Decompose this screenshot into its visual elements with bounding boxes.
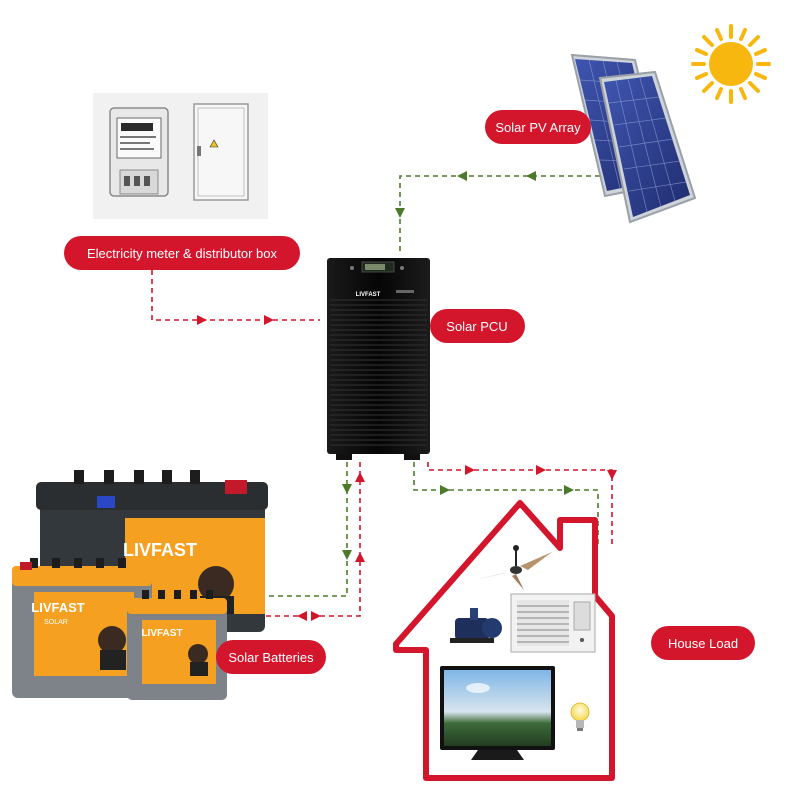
energy-meter-icon xyxy=(109,107,169,197)
label-pcu-text: Solar PCU xyxy=(446,319,507,334)
label-solar-pcu: Solar PCU xyxy=(430,309,525,343)
label-solar-pv-array: Solar PV Array xyxy=(485,110,591,144)
flow-arrow xyxy=(395,208,405,218)
pv-flow-line xyxy=(399,175,600,252)
house-ac-line xyxy=(427,462,613,548)
meter-distributor-image xyxy=(93,93,268,219)
flow-arrow xyxy=(355,472,365,482)
flow-arrow xyxy=(342,484,352,494)
sun-icon xyxy=(691,24,771,104)
flow-arrow xyxy=(297,611,307,621)
flow-arrow xyxy=(264,315,274,325)
meter-flow-line xyxy=(151,270,320,321)
light-bulb-icon xyxy=(570,702,590,731)
battery-logo-front: LIVFAST xyxy=(31,600,85,615)
flow-arrow xyxy=(536,465,546,475)
flow-arrow xyxy=(440,485,450,495)
battery-logo-small: LIVFAST xyxy=(141,628,182,639)
water-pump-icon xyxy=(450,608,502,643)
pcu-battery-flow xyxy=(262,462,365,621)
label-solar-pv-text: Solar PV Array xyxy=(495,120,581,135)
solar-panel-icon xyxy=(570,53,697,224)
flow-arrow xyxy=(526,171,536,181)
flow-arrow xyxy=(457,171,467,181)
pcu-logo: LIVFAST xyxy=(356,292,381,298)
distribution-box-icon xyxy=(193,103,249,201)
battery-solar-front: SOLAR xyxy=(44,619,68,626)
flow-arrow xyxy=(197,315,207,325)
flow-arrow xyxy=(311,611,321,621)
house-dc-line xyxy=(413,462,599,548)
meter-to-pcu-flow xyxy=(151,270,320,325)
battery-dc-line xyxy=(262,462,348,597)
label-house-load-text: House Load xyxy=(668,636,738,651)
label-meter-text: Electricity meter & distributor box xyxy=(87,246,278,261)
pv-to-pcu-flow xyxy=(395,171,600,252)
battery-icon: LIVFAST xyxy=(127,590,227,700)
battery-ac-line xyxy=(262,462,361,617)
label-solar-batteries: Solar Batteries xyxy=(216,640,326,674)
flow-arrow xyxy=(607,470,617,480)
label-meter-distributor: Electricity meter & distributor box xyxy=(64,236,300,270)
air-conditioner-icon xyxy=(510,593,596,653)
flow-arrow xyxy=(342,550,352,560)
flow-arrow xyxy=(355,552,365,562)
ceiling-fan-icon xyxy=(474,545,552,590)
label-house-load: House Load xyxy=(651,626,755,660)
battery-icon: LIVFAST SOLAR xyxy=(12,558,152,698)
flow-arrow xyxy=(564,485,574,495)
label-batteries-text: Solar Batteries xyxy=(228,650,314,665)
pcu-to-house-flow xyxy=(413,462,617,548)
pcu-icon: LIVFAST xyxy=(327,258,430,460)
television-icon xyxy=(440,666,555,760)
flow-arrow xyxy=(465,465,475,475)
battery-logo-back: LIVFAST xyxy=(123,540,197,560)
